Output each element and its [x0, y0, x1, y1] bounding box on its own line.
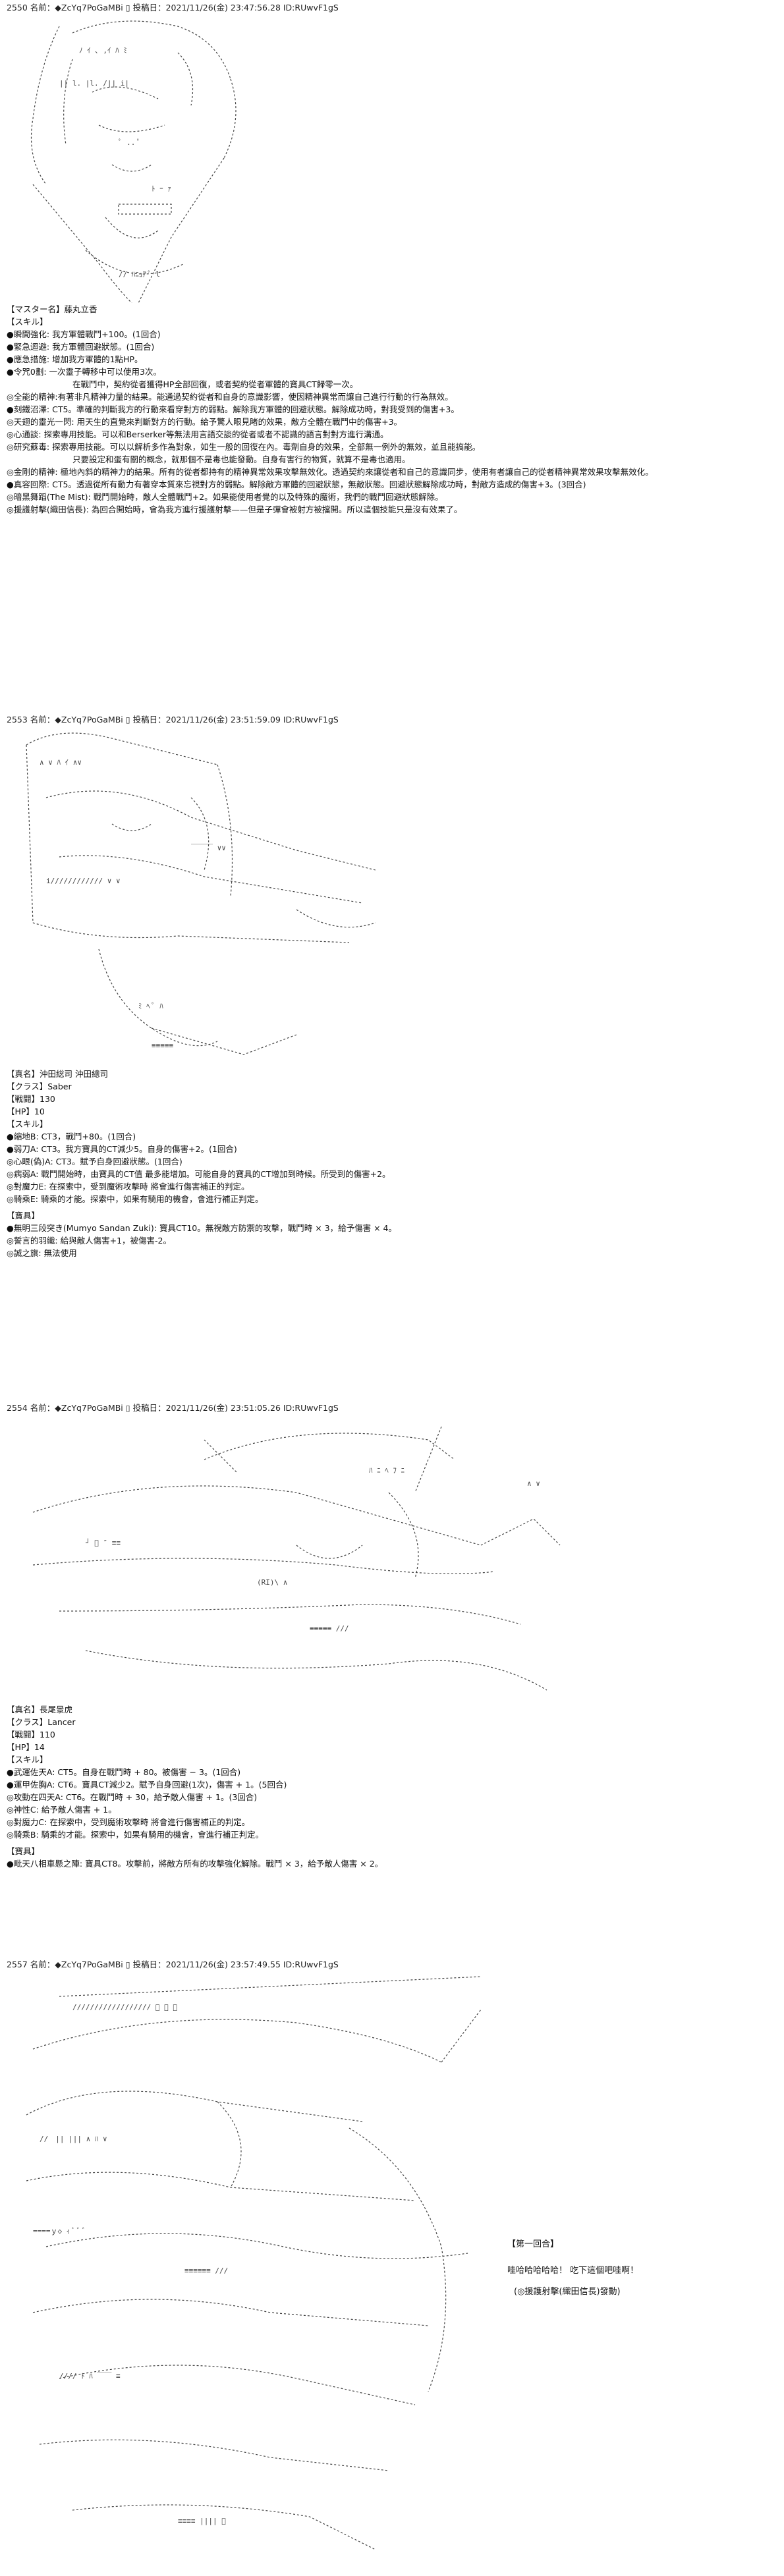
- ascii-art-okita: ∧ ∨ ﾊ ｲ ∧∨ i//////////// ∨ ∨ ￣￣￣ ∨∨ ﾐ ﾍ …: [20, 725, 777, 1068]
- ascii-art-nobunaga: ////////////////// ﾞ ﾞ ﾞ // || ||| ∧ ﾊ ∨…: [20, 1970, 777, 2563]
- post-2557: 2557 名前：◆ZcYq7PoGaMBi ▯ 投稿日：2021/11/26(金…: [7, 1959, 777, 2563]
- post-line: ◎心通談: 探索專用技能。可以和Berserker等無法用言語交談的從者或者不認…: [7, 429, 389, 439]
- svg-text:////////////////// ﾞ ﾞ ﾞ: ////////////////// ﾞ ﾞ ﾞ: [72, 2003, 177, 2012]
- post-line: ●令咒0劃: 一次靈子轉移中可以使用3次。: [7, 367, 161, 377]
- post-2550: 2550 名前：◆ZcYq7PoGaMBi ▯ 投稿日：2021/11/26(金…: [7, 3, 777, 516]
- ascii-art-mashu: ﾉ ｲ ､ ,ｲ ﾊ ﾐ || l. |l. /|| i| ﾟ .. ﾟ ﾄ ｰ…: [20, 13, 777, 303]
- post-2553: 2553 名前：◆ZcYq7PoGaMBi ▯ 投稿日：2021/11/26(金…: [7, 715, 777, 1259]
- post-line: ●縮地B: CT3，戰鬥+80。(1回合): [7, 1132, 136, 1141]
- treasure-line: ●毗天八相車懸之陣: 寶具CT8。攻擊前，將敵方所有的攻擊強化解除。戰鬥 × 3…: [7, 1859, 383, 1869]
- svg-text:ﾉ ｲ ､ ,ｲ ﾊ ﾐ: ﾉ ｲ ､ ,ｲ ﾊ ﾐ: [79, 46, 127, 55]
- svg-text:≡≡≡≡≡: ≡≡≡≡≡: [152, 1041, 173, 1050]
- post-header: 2550 名前：◆ZcYq7PoGaMBi ▯ 投稿日：2021/11/26(金…: [7, 3, 339, 13]
- svg-text:￣￣￣ ∨∨: ￣￣￣ ∨∨: [191, 843, 226, 852]
- post-line: ◎對魔力C: 在探索中，受到魔術攻擊時 將會進行傷害補正的判定。: [7, 1817, 250, 1827]
- post-header: 2557 名前：◆ZcYq7PoGaMBi ▯ 投稿日：2021/11/26(金…: [7, 1959, 339, 1969]
- svg-text:(RI)\ ∧: (RI)\ ∧: [257, 1578, 287, 1587]
- post-line: ◎金剛的精神: 極地內斜的精神力的結果。所有的從者都持有的精神異常效果攻擊無效化…: [7, 467, 654, 477]
- svg-text:┘ ﾞ ″ ≡≡: ┘ ﾞ ″ ≡≡: [86, 1538, 121, 1547]
- post-line: 【真名】沖田総司 沖田總司: [7, 1069, 108, 1079]
- post-line: 【クラス】Saber: [7, 1082, 72, 1091]
- post-line: 只要設定和蛋有關的概念，就那個不是毒也能發動。自身有害行的物質，就算不是毒也適用…: [72, 454, 410, 464]
- svg-text:ﾊ ﾆ ﾍ ﾌ ﾆ: ﾊ ﾆ ﾍ ﾌ ﾆ: [369, 1466, 405, 1475]
- post-line: ◎天翅的靈光一閃: 用天生的直覺來判斷對方的行動。給予驚人眼見睹的效果，敵方全體…: [7, 417, 403, 427]
- svg-text:|| l. |l. /|| i|: || l. |l. /|| i|: [59, 79, 129, 88]
- svg-text:// ﾊﾆｭｱ ﾟ l: // ﾊﾆｭｱ ﾟ l: [119, 270, 160, 279]
- first-round-title: 【第一回合】: [507, 2239, 559, 2249]
- post-line: 【クラス】Lancer: [7, 1717, 76, 1727]
- treasure-title: 【寶具】: [7, 1846, 40, 1856]
- svg-text:ﾟ .. ﾟ: ﾟ .. ﾟ: [119, 138, 140, 147]
- post-line: ●武運佐天A: CT5。自身在戰鬥時 + 80。被傷害 − 3。(1回合): [7, 1767, 241, 1777]
- post-header: 2554 名前：◆ZcYq7PoGaMBi ▯ 投稿日：2021/11/26(金…: [7, 1403, 339, 1413]
- ascii-art-drawing: ∧ ∨ ﾊ ｲ ∧∨ i//////////// ∨ ∨ ￣￣￣ ∨∨ ﾐ ﾍ …: [26, 732, 376, 1055]
- first-round-line: (◎援護射擊(織田信長)發動): [514, 2287, 621, 2297]
- post-line: 【スキル】: [7, 317, 48, 327]
- post-line: ◎暗黑舞蹈(The Mist): 戰鬥開始時，敵人全體戰鬥+2。如果能使用者覺的…: [7, 492, 443, 502]
- ascii-art-kagetora: ﾊ ﾆ ﾍ ﾌ ﾆ ┘ ﾞ ″ ≡≡ (RI)\ ∧ ≡≡≡≡≡ /// ∧ ∨: [20, 1413, 777, 1703]
- post-line: 在戰鬥中，契約從者獲得HP全部回復，或者契約從者軍體的寶具CT歸零一次。: [72, 379, 358, 389]
- svg-text:∧ ∨ ﾊ ｲ ∧∨: ∧ ∨ ﾊ ｲ ∧∨: [40, 758, 82, 767]
- treasure-line: ●無明三段突き(Mumyo Sandan Zuki): 寶具CT10。無視敵方防…: [7, 1223, 397, 1233]
- svg-text:// || ||| ∧ ﾊ ∨: // || ||| ∧ ﾊ ∨: [40, 2135, 107, 2143]
- treasure-line: ◎誠之旗: 無法使用: [7, 1248, 77, 1258]
- post-line: 【マスター名】藤丸立香: [7, 304, 98, 314]
- post-line: ◎全能的精神:有著非凡精神力量的結果。能通過契約從者和自身的意識影響，使因精神異…: [7, 392, 453, 402]
- post-line: ●緊急迴避: 我方軍體回避狀態。(1回合): [7, 342, 155, 352]
- post-line: ◎心眼(偽)A: CT3。賦予自身回避狀態。(1回合): [7, 1157, 182, 1166]
- svg-text:ﾐ ﾍ ﾟ ﾊ: ﾐ ﾍ ﾟ ﾊ: [138, 1002, 163, 1010]
- post-line: 【真名】長尾景虎: [7, 1705, 73, 1714]
- post-line: ●真容回際: CT5。透過從所有動力有著穿本質來忘視對方的弱點。解除敵方軍體的回…: [7, 480, 586, 489]
- post-line: ●運甲佐胸A: CT6。寶具CT減少2。賦予自身回避(1次)，傷害 + 1。(5…: [7, 1780, 287, 1790]
- post-line: ◎騎乘E: 騎乘的才能。探索中，如果有騎用的機會，會進行補正判定。: [7, 1194, 264, 1204]
- svg-text:ﾄ ｰ ｧ: ﾄ ｰ ｧ: [152, 184, 171, 193]
- post-line: 【スキル】: [7, 1755, 48, 1765]
- post-line: ◎騎乘B: 騎乘的才能。探索中，如果有騎用的機會，會進行補正判定。: [7, 1830, 264, 1840]
- post-line: ◎援護射擊(織田信長): 為回合開始時，會為我方進行援護射擊——但是子彈會被射方…: [7, 505, 462, 514]
- post-2554: 2554 名前：◆ZcYq7PoGaMBi ▯ 投稿日：2021/11/26(金…: [7, 1403, 777, 1870]
- post-line: 【スキル】: [7, 1119, 48, 1129]
- post-line: ◎攻動在四天A: CT6。在戰鬥時 + 30，給予敵人傷害 + 1。(3回合): [7, 1792, 258, 1802]
- svg-text:≡≡≡≡≡ ///: ≡≡≡≡≡ ///: [310, 1624, 349, 1633]
- ascii-art-drawing: ﾉ ｲ ､ ,ｲ ﾊ ﾐ || l. |l. /|| i| ﾟ .. ﾟ ﾄ ｰ…: [30, 20, 237, 303]
- svg-text:∧ ∨: ∧ ∨: [527, 1479, 540, 1488]
- post-line: ●弱刀A: CT3。我方寶具的CT減少5。自身的傷害+2。(1回合): [7, 1144, 237, 1154]
- post-line: 【HP】14: [7, 1742, 45, 1752]
- svg-text://// ﾄ ﾊ ￣￣ ≡: //// ﾄ ﾊ ￣￣ ≡: [59, 2371, 121, 2380]
- post-line: ◎對魔力E: 在探索中，受到魔術攻擊時 將會進行傷害補正的判定。: [7, 1182, 250, 1192]
- post-line: ●刻鐵沼澤: CT5。準確的判斷我方的行動來看穿對方的弱點。解除我方軍體的回避狀…: [7, 404, 459, 414]
- ascii-art-drawing: ﾊ ﾆ ﾍ ﾌ ﾆ ┘ ﾞ ″ ≡≡ (RI)\ ∧ ≡≡≡≡≡ /// ∧ ∨: [32, 1426, 561, 1691]
- post-header: 2553 名前：◆ZcYq7PoGaMBi ▯ 投稿日：2021/11/26(金…: [7, 715, 339, 725]
- ascii-art-drawing: ////////////////// ﾞ ﾞ ﾞ // || ||| ∧ ﾊ ∨…: [26, 1976, 482, 2550]
- post-line: ●應急措施: 增加我方軍體的1點HP。: [7, 354, 143, 364]
- svg-text:====ｙ◇ ｨ ﾞ ﾞ ﾞ: ====ｙ◇ ｨ ﾞ ﾞ ﾞ: [33, 2227, 86, 2235]
- svg-text:≡≡≡≡≡≡ ///: ≡≡≡≡≡≡ ///: [184, 2266, 228, 2275]
- treasure-line: ◎誓言的羽織: 給與敵人傷害+1，被傷害-2。: [7, 1236, 171, 1246]
- post-line: 【戦闘】130: [7, 1094, 55, 1104]
- svg-text:≡≡≡≡ |||| ﾞ: ≡≡≡≡ |||| ﾞ: [178, 2517, 226, 2525]
- post-line: 【HP】10: [7, 1107, 45, 1116]
- post-line: ●瞬間強化: 我方軍體戰鬥+100。(1回合): [7, 329, 161, 339]
- post-line: 【戦闘】110: [7, 1730, 55, 1740]
- post-line: ◎神性C: 給予敵人傷害 + 1。: [7, 1805, 117, 1815]
- post-line: ◎病弱A: 戰鬥開始時，由寶具的CT值 最多能增加。可能自身的寶具的CT增加到時…: [7, 1169, 391, 1179]
- post-line: ◎研究蘇毒: 探索專用技能。可以以解析多作為對象，如生一般的回復在內。毒劑自身的…: [7, 442, 481, 452]
- treasure-title: 【寶具】: [7, 1211, 40, 1220]
- first-round-line: 哇哈哈哈哈哈！ 吃下這個吧哇啊！: [507, 2266, 639, 2276]
- svg-text:i//////////// ∨ ∨: i//////////// ∨ ∨: [46, 877, 121, 885]
